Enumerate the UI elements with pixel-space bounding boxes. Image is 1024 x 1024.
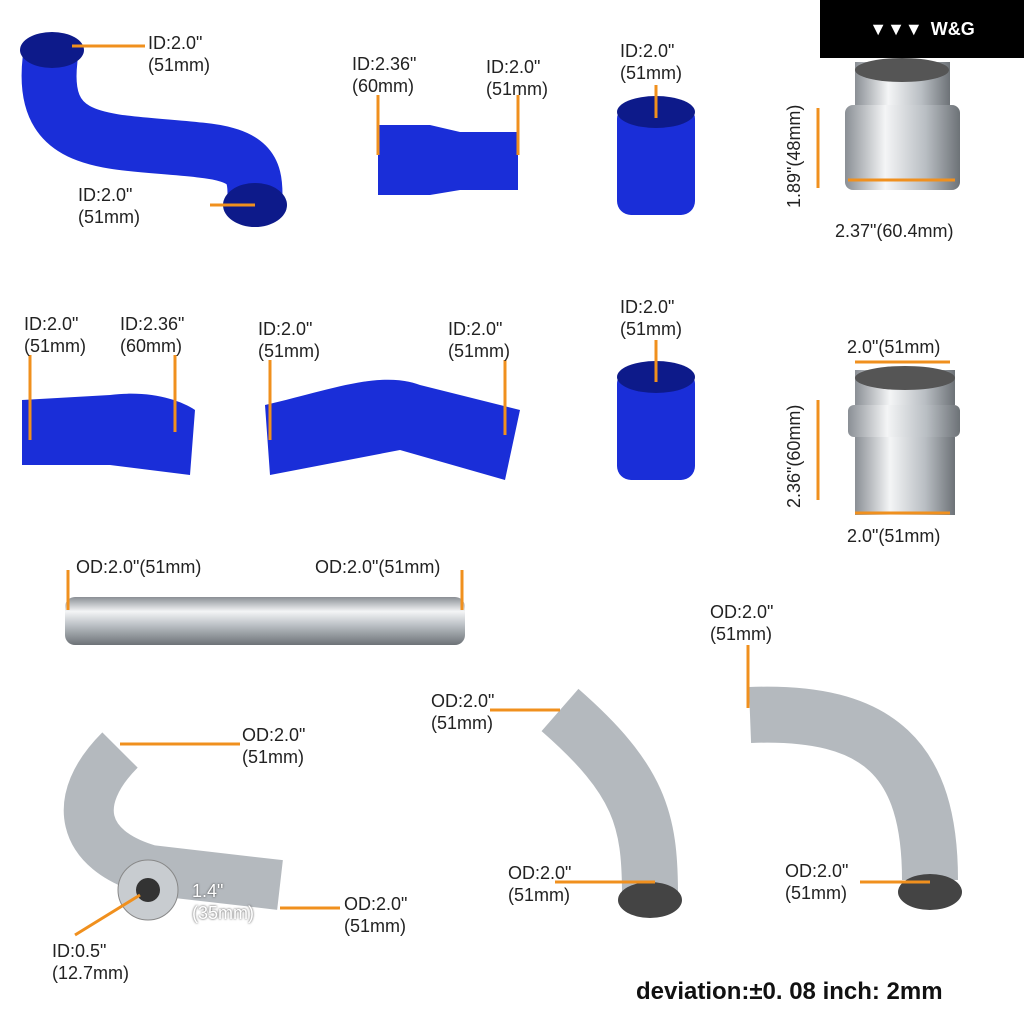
- triangles-logo-icon: ▼▼▼: [869, 18, 923, 39]
- dimension-arrows: [28, 44, 955, 937]
- dimension-label: 2.37"(60.4mm): [835, 221, 954, 241]
- aluminium-adapters: [845, 58, 960, 515]
- dimension-label: ID:2.36"(60mm): [120, 314, 185, 356]
- dimension-label: OD:2.0"(51mm): [785, 861, 849, 903]
- dimension-label: ID:2.0"(51mm): [24, 314, 86, 356]
- brand-name: W&G: [930, 18, 975, 39]
- brand-logo: ▼▼▼ W&G: [820, 0, 1024, 58]
- aluminium-pipes: [63, 597, 962, 921]
- dimension-label: ID:2.0"(51mm): [258, 319, 320, 361]
- dimension-label: ID:2.0"(51mm): [448, 319, 510, 361]
- dimension-label: ID:2.0"(51mm): [486, 57, 548, 99]
- dimension-label: 1.89"(48mm): [784, 104, 804, 208]
- dimension-label: OD:2.0"(51mm): [76, 557, 202, 577]
- dimension-label: ID:2.36"(60mm): [352, 54, 417, 96]
- dimension-label: ID:0.5"(12.7mm): [52, 941, 130, 983]
- dimension-label: ID:2.0"(51mm): [148, 33, 210, 75]
- dimension-label: OD:2.0"(51mm): [315, 557, 441, 577]
- dimension-label: 2.0"(51mm): [847, 337, 941, 357]
- dimension-label: 2.0"(51mm): [847, 526, 941, 546]
- dimension-label: OD:2.0"(51mm): [431, 691, 495, 733]
- dimension-label: ID:2.0"(51mm): [620, 41, 682, 83]
- dimension-label: OD:2.0"(51mm): [242, 725, 306, 767]
- dimension-label: OD:2.0"(51mm): [508, 863, 572, 905]
- dimension-label: OD:2.0"(51mm): [710, 602, 774, 644]
- blue-silicone-hoses: [20, 32, 695, 480]
- dimension-label: ID:2.0"(51mm): [78, 185, 140, 227]
- deviation-note: deviation:±0. 08 inch: 2mm: [636, 978, 943, 1005]
- dimension-label: 1.4"(35mm): [192, 881, 254, 923]
- dimension-label: OD:2.0"(51mm): [344, 894, 408, 936]
- dimension-label: 2.36"(60mm): [784, 404, 804, 508]
- dimension-label: ID:2.0"(51mm): [620, 297, 682, 339]
